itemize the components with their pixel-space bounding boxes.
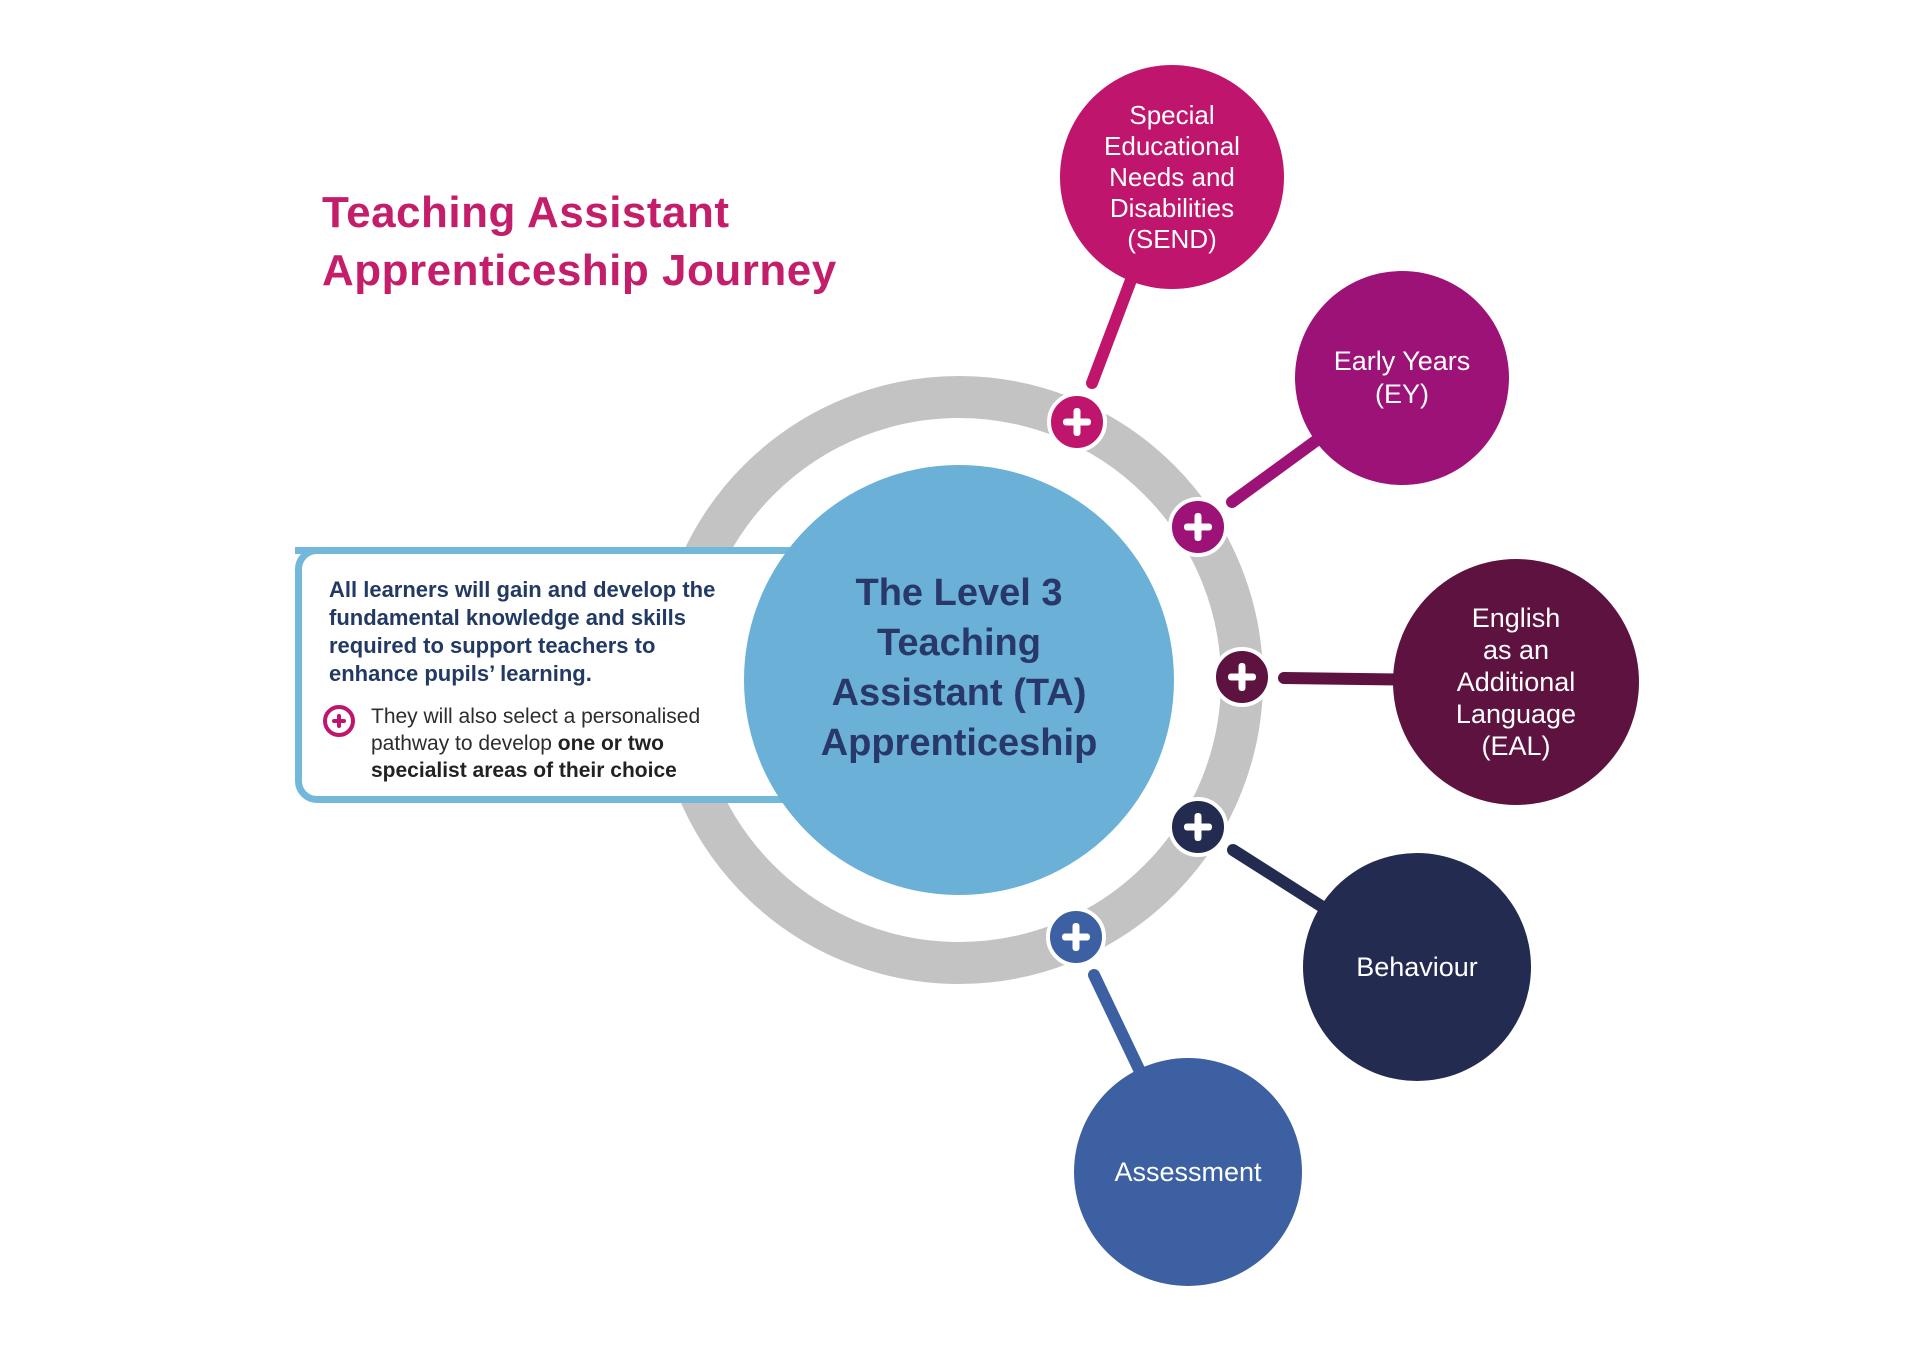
plus-button-behaviour[interactable] xyxy=(1168,797,1228,857)
pathway-circle-behaviour: Behaviour xyxy=(1303,853,1531,1081)
plus-button-send[interactable] xyxy=(1047,392,1107,452)
bullet-text-normal: They will also select a personalised pat… xyxy=(371,705,701,755)
pathway-label-eal: English as an Additional Language (EAL) xyxy=(1393,602,1639,762)
page-title-line-2: Apprenticeship Journey xyxy=(322,246,837,295)
central-line-4: Apprenticeship xyxy=(820,722,1098,764)
send-line-2: Educational xyxy=(1104,130,1240,161)
info-box: All learners will gain and develop the f… xyxy=(295,547,806,803)
send-line-4: Disabilities xyxy=(1109,192,1235,223)
info-box-main-text: All learners will gain and develop the f… xyxy=(329,577,716,686)
send-line-3: Needs and xyxy=(1109,161,1235,192)
page-title-line-1: Teaching Assistant xyxy=(322,188,730,237)
pathway-label-send: Special Educational Needs and Disabiliti… xyxy=(1060,100,1284,255)
eal-line-5: (EAL) xyxy=(1481,731,1551,761)
eal-line-3: Additional xyxy=(1456,667,1576,697)
ey-line-2: (EY) xyxy=(1375,379,1429,409)
eal-line-1: English xyxy=(1471,603,1561,633)
plus-button-early-years[interactable] xyxy=(1168,497,1228,557)
info-box-bullet: They will also select a personalised pat… xyxy=(323,703,785,784)
pathway-circle-send: Special Educational Needs and Disabiliti… xyxy=(1060,65,1284,289)
central-line-2: Teaching xyxy=(876,622,1041,664)
ey-line-1: Early Years xyxy=(1333,346,1471,376)
pathway-circle-eal: English as an Additional Language (EAL) xyxy=(1393,559,1639,805)
pathway-label-assessment: Assessment xyxy=(1074,1156,1302,1188)
pathway-label-behaviour: Behaviour xyxy=(1303,951,1531,983)
central-circle-label: The Level 3 Teaching Assistant (TA) Appr… xyxy=(821,568,1098,768)
eal-line-4: Language xyxy=(1455,699,1577,729)
plus-button-assessment[interactable] xyxy=(1046,907,1106,967)
central-line-3: Assistant (TA) xyxy=(831,672,1087,714)
bullet-text-bold: one or two specialist areas of their cho… xyxy=(371,732,677,782)
plus-button-eal[interactable] xyxy=(1212,647,1272,707)
send-line-5: (SEND) xyxy=(1127,223,1217,254)
plus-bullet-icon xyxy=(323,705,355,737)
central-line-1: The Level 3 xyxy=(855,572,1063,614)
assessment-line-1: Assessment xyxy=(1114,1157,1262,1187)
pathway-circle-assessment: Assessment xyxy=(1074,1058,1302,1286)
behaviour-line-1: Behaviour xyxy=(1356,952,1478,982)
send-line-1: Special xyxy=(1129,99,1215,130)
eal-line-2: as an xyxy=(1482,635,1550,665)
info-box-bullet-text: They will also select a personalised pat… xyxy=(371,703,729,784)
pathway-label-early-years: Early Years (EY) xyxy=(1295,345,1509,411)
pathway-circle-early-years: Early Years (EY) xyxy=(1295,271,1509,485)
central-circle: The Level 3 Teaching Assistant (TA) Appr… xyxy=(744,465,1174,895)
page-title: Teaching Assistant Apprenticeship Journe… xyxy=(322,184,837,300)
